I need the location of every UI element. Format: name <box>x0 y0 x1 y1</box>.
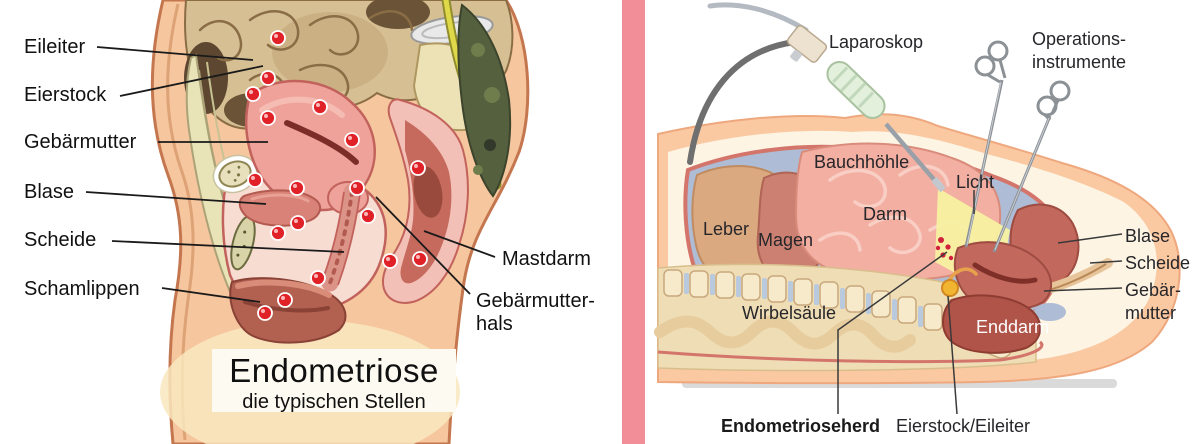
cavity-pocket-2 <box>1034 303 1066 321</box>
label-eileiter: Eileiter <box>24 36 86 58</box>
laparoscope <box>687 2 946 193</box>
sigmoid-colon <box>457 3 512 198</box>
label-gebaermutter: Gebärmutter <box>24 131 137 153</box>
label-schamlippen: Schamlippen <box>24 278 140 300</box>
rectum-right <box>942 294 1042 354</box>
endo-spots <box>245 30 428 321</box>
label-leber: Leber <box>703 219 750 239</box>
left-panel: Eileiter Eierstock Gebärmutter Blase Sch… <box>24 0 595 444</box>
leader-lines-left <box>85 46 496 303</box>
label-scheide: Scheide <box>24 229 97 251</box>
label-magen: Magen <box>758 230 814 250</box>
pubic-bone <box>212 154 258 194</box>
endo-spots-right <box>935 237 954 261</box>
ovary-tube <box>941 267 978 297</box>
rectum <box>382 98 469 304</box>
label-laparoskop: Laparoskop <box>829 32 924 52</box>
panel-title: Endometriose <box>229 352 439 389</box>
label-blase: Blase <box>24 181 75 203</box>
uterus-right-cavity <box>972 262 1038 284</box>
label-scheide-right: Scheide <box>1125 253 1191 273</box>
label-operationsinstrumente: Operations- instrumente <box>1032 29 1127 73</box>
label-eierstock: Eierstock <box>24 84 107 106</box>
label-gebaermutter-right: Gebär- mutter <box>1125 280 1182 324</box>
panel-subtitle: die typischen Stellen <box>242 391 426 413</box>
label-wirbelsaeule: Wirbelsäule <box>742 303 837 323</box>
label-darm: Darm <box>863 204 907 224</box>
label-enddarm: Enddarm <box>976 317 1050 337</box>
leader-lines-right <box>837 190 1123 415</box>
label-gebaermutterhals: Gebärmutter- hals <box>476 290 595 335</box>
label-mastdarm: Mastdarm <box>502 248 591 270</box>
label-blase-right: Blase <box>1125 226 1171 246</box>
labia <box>229 277 347 344</box>
panel-divider <box>622 0 645 444</box>
pelvis-sagittal-illustration <box>85 0 530 444</box>
title-box: Endometriose die typischen Stellen <box>212 349 456 413</box>
label-eierstock-eileiter: Eierstock/Eileiter <box>896 416 1031 436</box>
vagina-canal <box>321 183 361 292</box>
label-bauchhoehle: Bauchhöhle <box>814 152 910 172</box>
instrument-highlights <box>966 81 1050 251</box>
label-endometrioseherd: Endometrioseherd <box>721 416 881 436</box>
label-licht: Licht <box>956 172 995 192</box>
endo-spot-highlights <box>249 34 420 313</box>
